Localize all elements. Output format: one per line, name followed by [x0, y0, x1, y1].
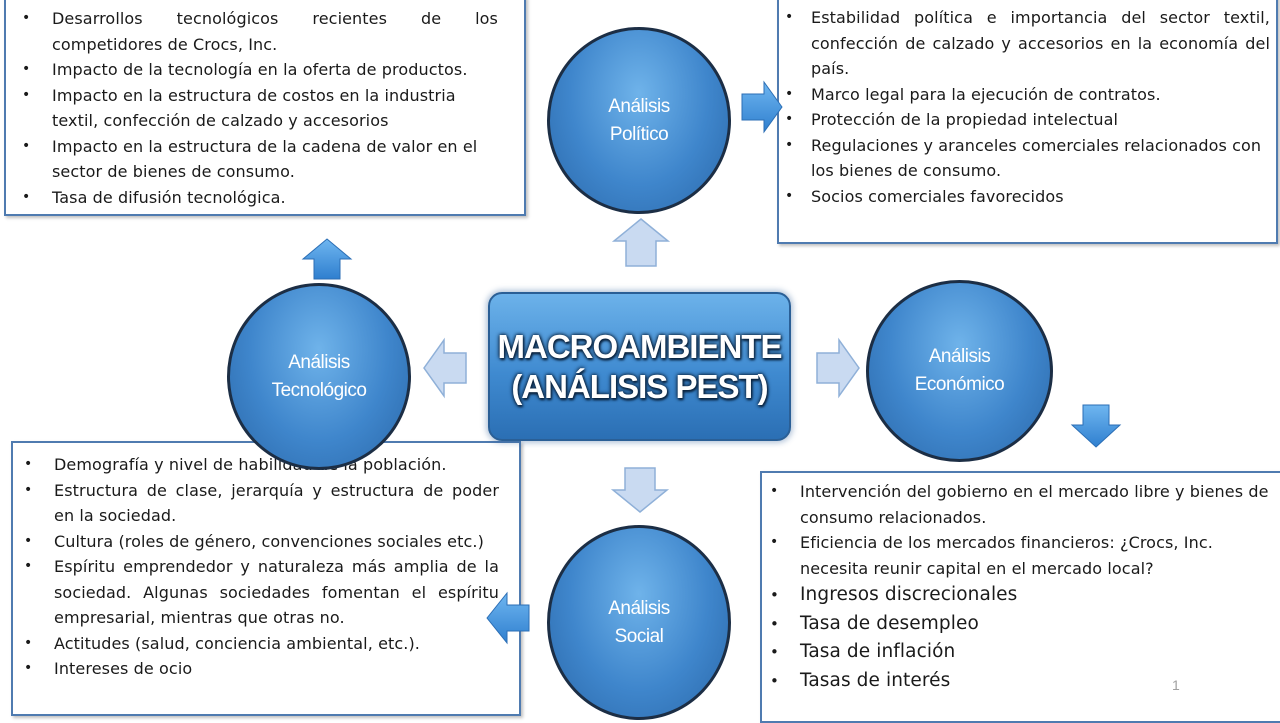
list-item: Tasa de desempleo: [770, 610, 1270, 639]
macroambiente-center-box: MACROAMBIENTE (ANÁLISIS PEST): [488, 292, 791, 441]
analisis-politico-circle: Análisis Político: [547, 27, 731, 214]
circle-label: Análisis Social: [608, 597, 670, 647]
list-item: Impacto en la estructura de costos en la…: [22, 83, 498, 134]
list-item: Marco legal para la ejecución de contrat…: [785, 82, 1270, 108]
list-item: Impacto de la tecnología en la oferta de…: [22, 57, 498, 83]
list-item: Espíritu emprendedor y naturaleza más am…: [24, 554, 499, 631]
list-item: Socios comerciales favorecidos: [785, 184, 1270, 210]
arrow-down-light-icon: [610, 467, 670, 513]
list-item: Protección de la propiedad intelectual: [785, 107, 1270, 133]
arrow-left-dark-icon: [486, 591, 530, 645]
arrow-left-light-icon: [423, 337, 467, 399]
list-item: Actitudes (salud, conciencia ambiental, …: [24, 631, 499, 657]
analisis-economico-circle: Análisis Económico: [866, 280, 1053, 462]
list-item: Eficiencia de los mercados financieros: …: [770, 530, 1270, 581]
list-item: Ingresos discrecionales: [770, 581, 1270, 610]
list-item: Tasa de difusión tecnológica.: [22, 185, 498, 211]
analisis-tecnologico-circle: Análisis Tecnológico: [227, 283, 411, 470]
social-box: Demografía y nivel de habilidad de la po…: [11, 441, 521, 716]
list-item: Cultura (roles de género, convenciones s…: [24, 529, 499, 555]
arrow-down-dark-icon: [1070, 404, 1122, 448]
list-item: Intervención del gobierno en el mercado …: [770, 479, 1270, 530]
arrow-up-light-icon: [611, 218, 671, 267]
list-item: Estructura de clase, jerarquía y estruct…: [24, 478, 499, 529]
circle-label: Análisis Tecnológico: [271, 351, 367, 401]
arrow-right-light-icon: [816, 337, 860, 399]
economico-list: Intervención del gobierno en el mercado …: [762, 479, 1270, 695]
list-item: Regulaciones y aranceles comerciales rel…: [785, 133, 1270, 184]
circle-label: Análisis Económico: [914, 346, 1005, 395]
list-item: Estabilidad política e importancia del s…: [785, 5, 1270, 82]
politico-box: Estabilidad política e importancia del s…: [777, 0, 1278, 244]
arrow-right-dark-icon: [741, 80, 783, 134]
analisis-social-circle: Análisis Social: [547, 525, 731, 720]
center-title-line1: MACROAMBIENTE: [497, 327, 783, 365]
tecnologico-list: Desarrollos tecnológicos recientes de lo…: [14, 6, 498, 210]
circle-label: Análisis Político: [608, 95, 670, 145]
social-list: Demografía y nivel de habilidad de la po…: [16, 452, 499, 682]
list-item: Desarrollos tecnológicos recientes de lo…: [22, 6, 498, 57]
list-item: Tasa de inflación: [770, 638, 1270, 667]
list-item: Intereses de ocio: [24, 656, 499, 682]
page-number: 1: [1172, 677, 1180, 693]
center-title-line2: (ANÁLISIS PEST): [511, 367, 768, 405]
list-item: Impacto en la estructura de la cadena de…: [22, 134, 498, 185]
politico-list: Estabilidad política e importancia del s…: [779, 5, 1270, 209]
arrow-up-dark-icon: [301, 238, 353, 280]
tecnologico-box: Desarrollos tecnológicos recientes de lo…: [4, 0, 526, 216]
list-item: Tasas de interés: [770, 667, 1270, 696]
economico-box: Intervención del gobierno en el mercado …: [760, 471, 1280, 723]
